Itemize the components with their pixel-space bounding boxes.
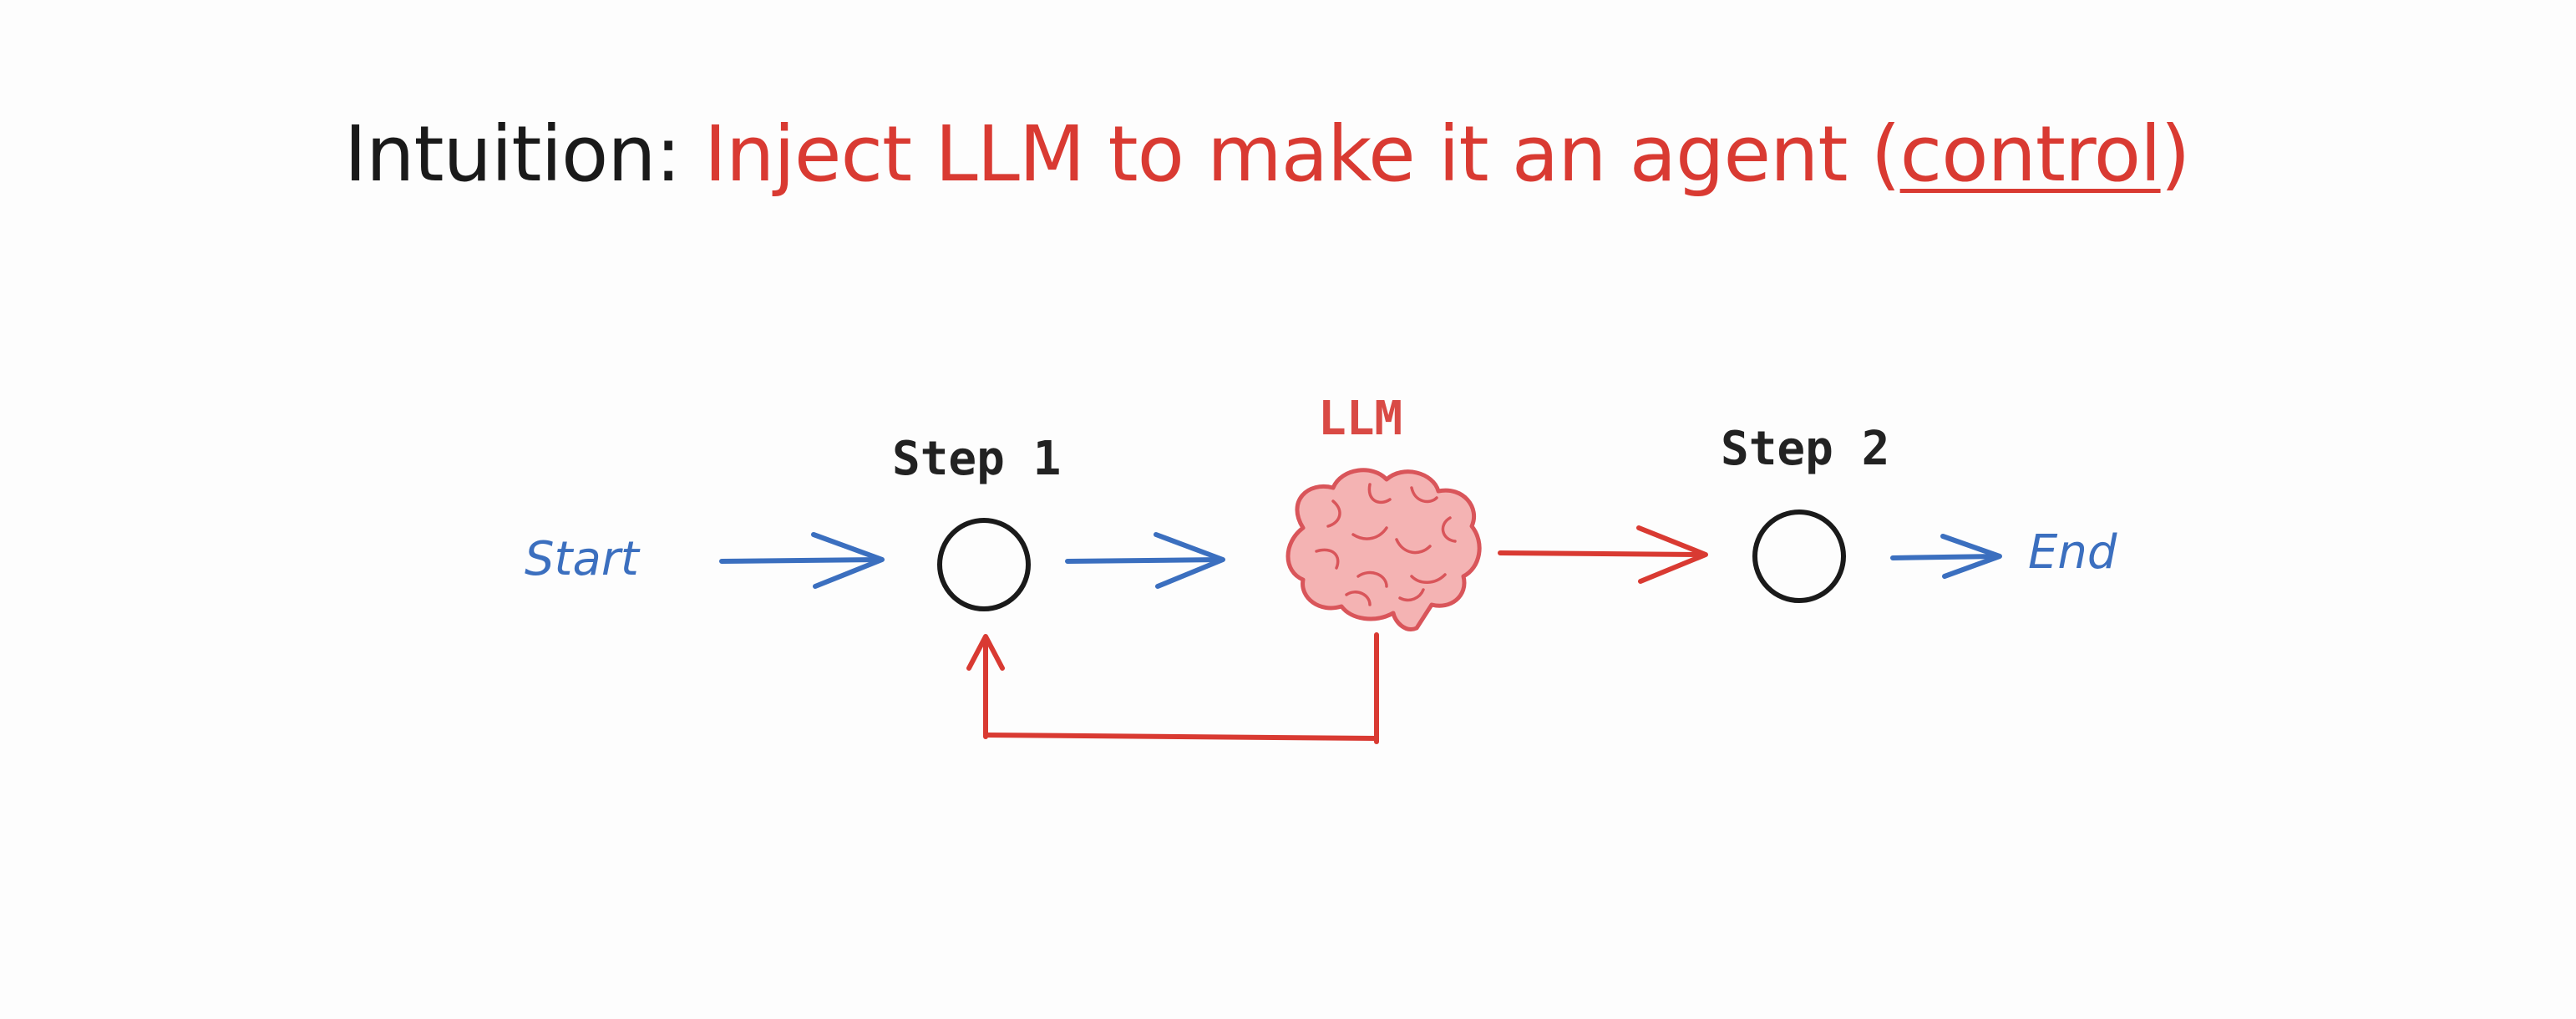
start-label: Start — [525, 532, 641, 586]
slide-title: Intuition: Inject LLM to make it an agen… — [344, 109, 2191, 199]
arrow-step1-to-llm — [1065, 532, 1225, 589]
arrow-start-to-step1 — [719, 532, 885, 589]
llm-label: LLM — [1318, 392, 1402, 446]
step2-node — [1752, 510, 1846, 603]
step2-label: Step 2 — [1721, 422, 1889, 476]
title-accent: Inject LLM to make it an agent ( — [703, 109, 1901, 199]
brain-icon — [1285, 468, 1482, 631]
feedback-loop-arrow — [966, 632, 1379, 744]
title-close-paren: ) — [2160, 109, 2191, 199]
step1-node — [937, 518, 1031, 611]
step1-label: Step 1 — [892, 432, 1061, 486]
arrow-llm-to-step2 — [1498, 525, 1708, 584]
end-label: End — [2028, 525, 2117, 580]
title-prefix: Intuition: — [344, 109, 704, 199]
title-underlined-word: control — [1899, 109, 2162, 199]
arrow-step2-to-end — [1890, 534, 2002, 579]
